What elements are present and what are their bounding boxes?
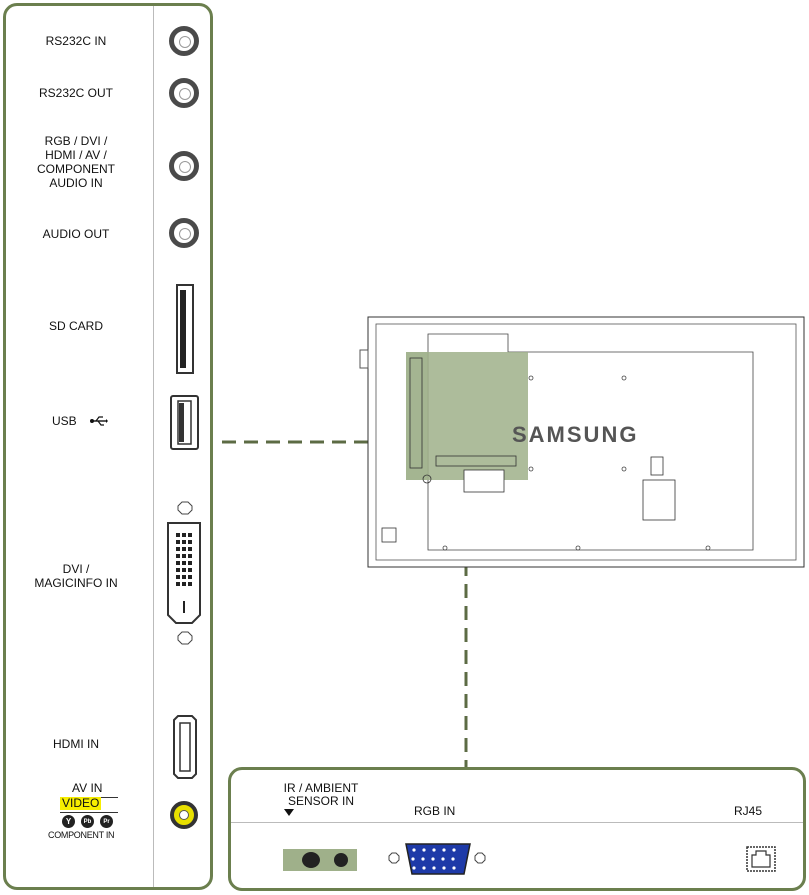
label-usb: USB	[52, 414, 77, 428]
dvi-pin	[176, 582, 180, 586]
label-dvi-magicinfo: DVI / MAGICINFO IN	[34, 562, 118, 590]
dvi-pin	[182, 547, 186, 551]
label-av-in: AV IN	[72, 781, 103, 795]
vga-pin	[442, 866, 446, 870]
video-rule	[60, 812, 118, 813]
dvi-pin	[176, 540, 180, 544]
monitor-brand-logo: SAMSUNG	[512, 422, 638, 447]
audio-out-jack	[169, 218, 199, 248]
dvi-pin	[176, 554, 180, 558]
vga-pin	[412, 848, 416, 852]
dvi-pin	[188, 582, 192, 586]
label-rj45: RJ45	[734, 804, 763, 818]
vga-pin	[441, 857, 445, 861]
bottom-connector-panel: IR / AMBIENT SENSOR IN RGB IN RJ45	[228, 767, 806, 891]
dvi-pin	[182, 568, 186, 572]
vga-pin	[451, 857, 455, 861]
vga-pin	[452, 866, 456, 870]
y-badge-icon: Y	[62, 815, 75, 828]
vga-pin	[422, 866, 426, 870]
usb-symbol-icon	[90, 416, 108, 426]
dvi-pin	[182, 533, 186, 537]
vga-pin	[411, 857, 415, 861]
ir-sensor-port-icon	[283, 849, 357, 871]
dvi-pin	[176, 575, 180, 579]
dvi-pin	[176, 547, 180, 551]
usb-port-icon	[170, 395, 199, 450]
dvi-pin	[182, 540, 186, 544]
label-hdmi-in: HDMI IN	[53, 737, 99, 751]
dvi-pin	[182, 582, 186, 586]
dvi-pin	[182, 575, 186, 579]
dvi-pin	[188, 554, 192, 558]
panel-divider-horizontal	[231, 822, 803, 823]
audio-in-jack	[169, 151, 199, 181]
dvi-port-icon	[167, 501, 201, 645]
rj45-port-icon	[746, 846, 776, 872]
vga-pin	[422, 848, 426, 852]
vga-pin	[432, 866, 436, 870]
dvi-pin	[188, 540, 192, 544]
vga-pin	[421, 857, 425, 861]
label-audio-in: RGB / DVI / HDMI / AV / COMPONENT AUDIO …	[37, 134, 115, 190]
rs232c-in-jack	[169, 26, 199, 56]
dvi-pin	[182, 561, 186, 565]
label-rgb-in: RGB IN	[414, 804, 456, 818]
dvi-pin	[182, 554, 186, 558]
dvi-pin	[188, 547, 192, 551]
hdmi-port-icon	[173, 715, 197, 779]
label-audio-out: AUDIO OUT	[42, 227, 110, 241]
label-rs232c-out: RS232C OUT	[38, 86, 114, 100]
dvi-pin	[188, 568, 192, 572]
label-rs232c-in: RS232C IN	[45, 34, 107, 48]
dvi-pin	[188, 533, 192, 537]
down-arrow-icon	[284, 809, 294, 816]
sd-card-slot-icon	[176, 284, 194, 374]
label-ir-sensor-in: IR / AMBIENT SENSOR IN	[283, 781, 359, 808]
vga-pin	[412, 866, 416, 870]
dvi-pin	[188, 561, 192, 565]
dvi-pin	[188, 575, 192, 579]
label-component-in: COMPONENT IN	[48, 830, 115, 840]
vga-pin	[452, 848, 456, 852]
vga-pin	[432, 848, 436, 852]
dvi-pin	[176, 568, 180, 572]
panel-divider	[153, 6, 154, 887]
pr-badge-icon: Pr	[100, 815, 113, 828]
pb-badge-icon: Pb	[81, 815, 94, 828]
side-connector-panel: RS232C IN RS232C OUT RGB / DVI / HDMI / …	[3, 3, 213, 890]
rs232c-out-jack	[169, 78, 199, 108]
vga-pin	[442, 848, 446, 852]
label-sd-card: SD CARD	[48, 319, 103, 333]
monitor-rear-view: SAMSUNG	[359, 316, 805, 568]
label-video: VIDEO	[60, 796, 102, 810]
vga-port-icon	[388, 843, 486, 875]
dvi-pin	[176, 533, 180, 537]
vga-pin	[431, 857, 435, 861]
dvi-pin	[176, 561, 180, 565]
av-in-jack	[170, 801, 198, 829]
